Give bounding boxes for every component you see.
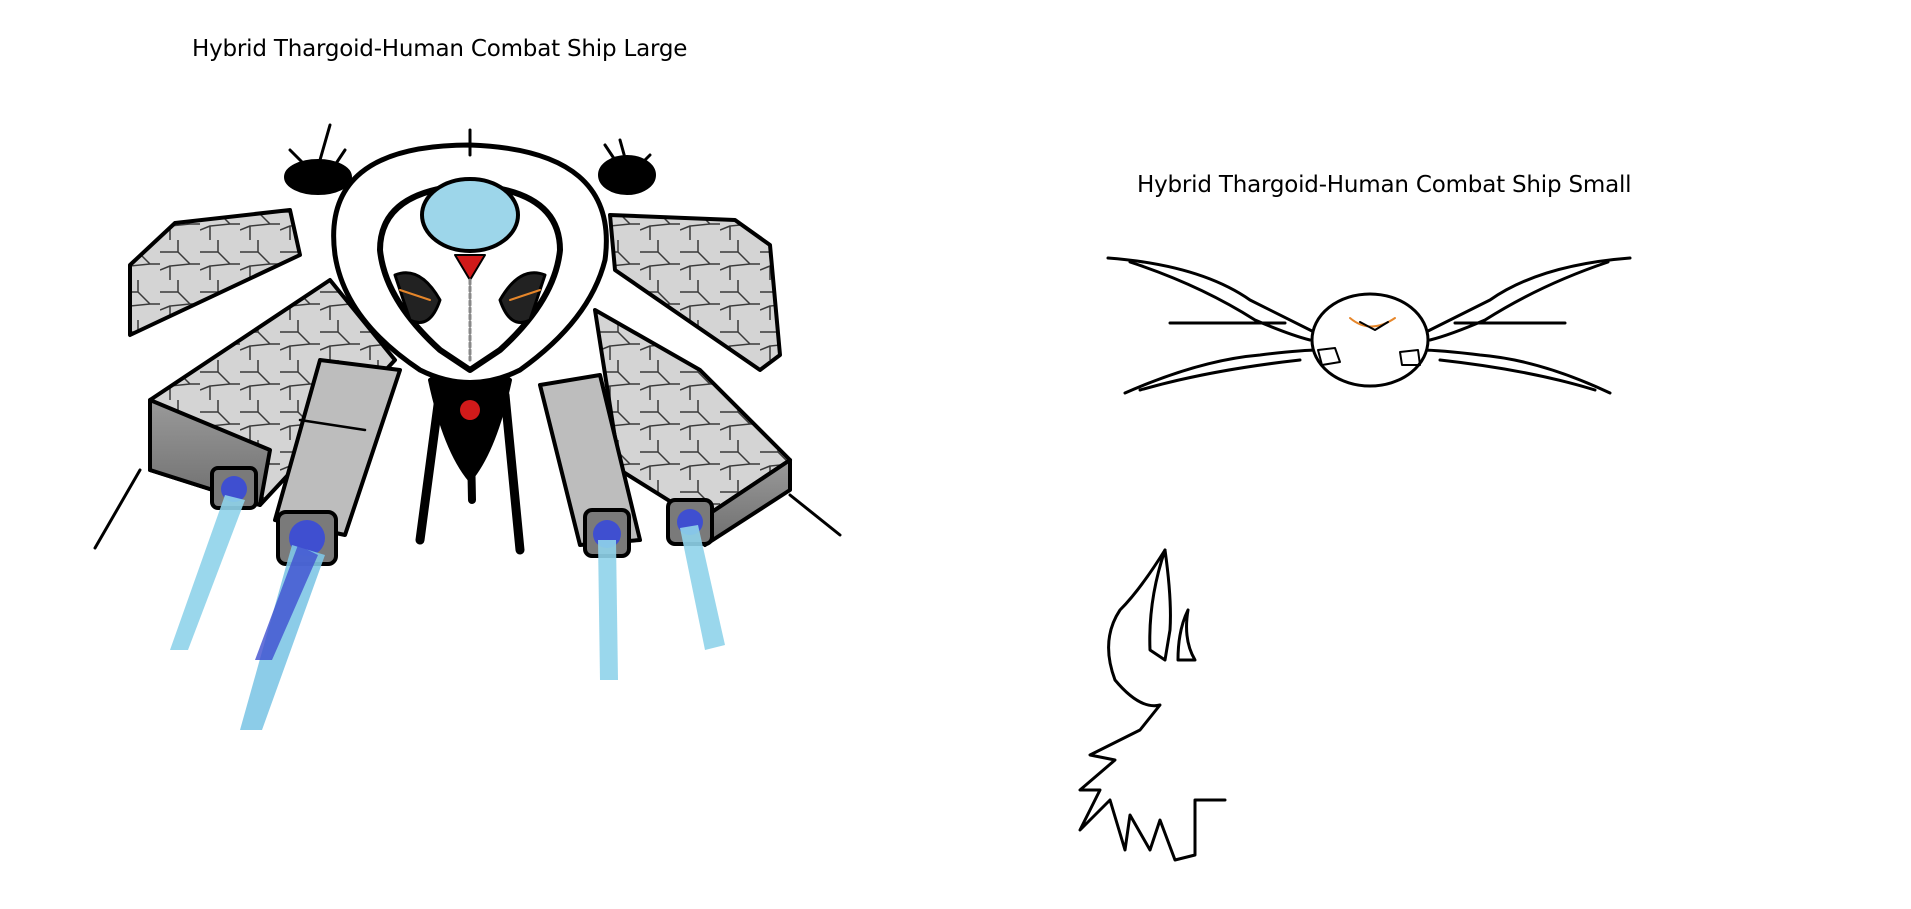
exhaust-plume-3: [598, 540, 618, 680]
upper-left-wing: [128, 208, 302, 337]
large-ship-drawing: [93, 123, 842, 730]
central-leg-left: [415, 385, 445, 545]
large-ship-caption: Hybrid Thargoid-Human Combat Ship Large: [192, 36, 688, 62]
left-pod: [393, 271, 442, 324]
exhaust-plume-2: [240, 545, 325, 730]
small-lower-left-wing: [1123, 348, 1322, 395]
small-left-panel: [1317, 347, 1341, 366]
small-lower-right-wing: [1418, 348, 1612, 395]
right-pod: [498, 271, 547, 324]
left-turret: [284, 159, 352, 195]
right-inner-cannon: [538, 373, 642, 547]
small-ship-drawing: [1106, 256, 1632, 395]
small-ship-sphere: [1310, 292, 1430, 388]
small-upper-right-wing: [1418, 256, 1632, 337]
small-ship-caption: Hybrid Thargoid-Human Combat Ship Small: [1137, 172, 1632, 198]
exhaust-plume-1: [170, 495, 245, 650]
small-right-panel: [1399, 349, 1421, 366]
central-leg-right: [500, 390, 525, 555]
small-upper-left-wing: [1106, 256, 1322, 337]
silhouette-sketch: [1078, 548, 1227, 862]
left-landing-strut: [93, 468, 142, 550]
exhaust-plume-4: [680, 525, 725, 650]
upper-right-wing: [608, 213, 782, 372]
cockpit-dome: [420, 177, 520, 253]
right-turret: [598, 155, 656, 195]
cockpit-red-tip: [454, 254, 486, 281]
right-landing-strut: [788, 493, 842, 537]
red-core: [460, 400, 480, 420]
head-inner-ring: [377, 182, 563, 373]
